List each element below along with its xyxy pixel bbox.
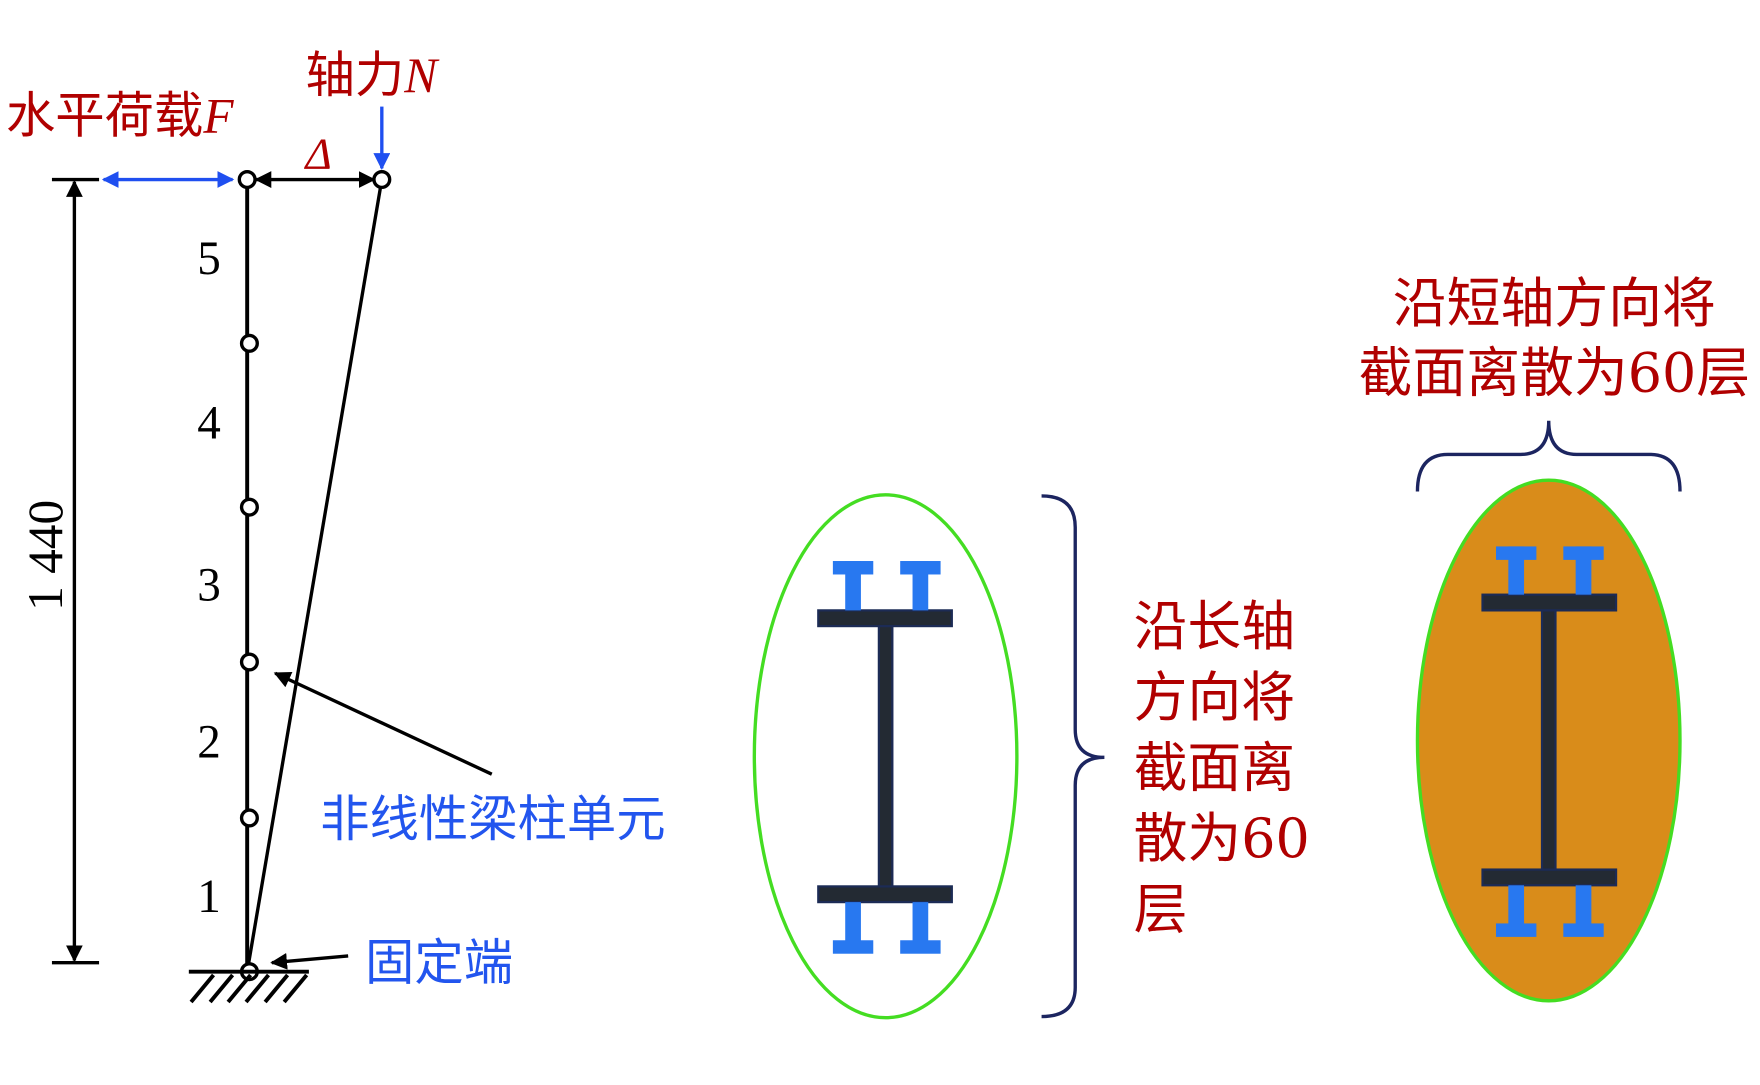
section-short-axis [1415,478,1682,1003]
element-leader-arrow [273,671,493,776]
node [239,808,259,828]
fixed-end-label: 固定端 [365,934,513,992]
long-axis-label-line: 层 [1134,878,1188,941]
vertical-brace [1041,494,1105,1019]
element-number: 1 [197,871,221,923]
height-dimension [51,177,100,965]
node [239,333,259,353]
node-displaced [372,169,392,190]
displacement-label: Δ [304,128,332,178]
steel-fibers [1495,546,1604,937]
long-axis-label-line: 方向将 [1134,666,1296,729]
nonlinear-element-label: 非线性梁柱单元 [320,790,666,848]
short-axis-label-line: 沿短轴方向将 [1393,272,1716,335]
long-axis-label-line: 沿长轴 [1134,595,1296,658]
axial-force-label: 轴力N [306,46,441,104]
fixed-support [188,969,309,1004]
horizontal-load-label: 水平荷载F [6,86,234,144]
i-beam [817,609,953,904]
steel-fibers [832,561,941,954]
section-long-axis [752,493,1019,1020]
deformed-column [245,179,384,972]
height-dimension-label: 1 440 [18,500,73,611]
element-number: 3 [197,559,221,611]
horizontal-brace [1415,420,1682,492]
node [239,652,259,672]
column-nodes [237,169,392,982]
long-axis-label-line: 截面离 [1134,737,1296,800]
i-beam [1481,593,1618,887]
short-axis-label-line: 截面离散为60层 [1359,342,1751,405]
node [237,169,257,190]
fixed-end-leader-arrow [270,952,349,970]
element-number: 4 [197,398,221,450]
long-axis-label-line: 散为60 [1134,807,1310,870]
node [239,497,259,517]
element-number: 2 [197,716,221,768]
element-number: 5 [197,233,221,285]
